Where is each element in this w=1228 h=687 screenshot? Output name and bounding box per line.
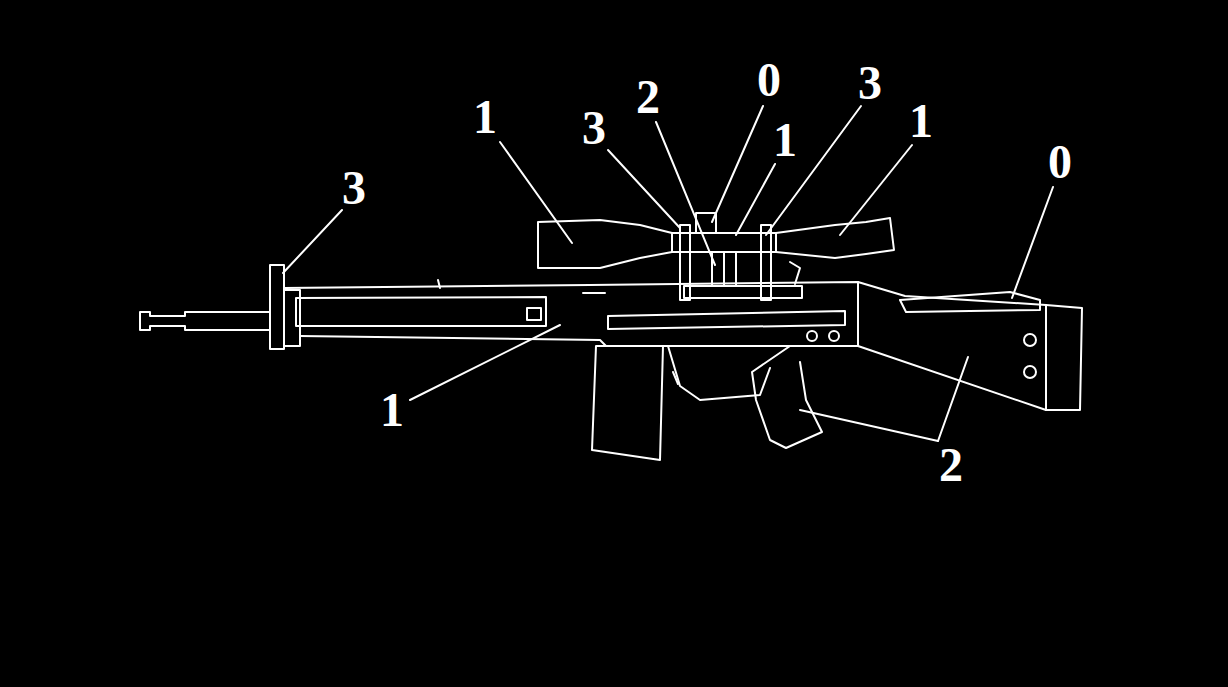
callout-number: 3: [582, 104, 606, 152]
callout-number: 3: [342, 164, 366, 212]
callout-number: 0: [1048, 138, 1072, 186]
callout-number: 3: [858, 59, 882, 107]
callout-number: 1: [909, 97, 933, 145]
leader-lines: [283, 106, 1053, 441]
callout-number: 1: [473, 93, 497, 141]
callout-number: 0: [757, 56, 781, 104]
callout-number: 1: [773, 116, 797, 164]
callout-number: 2: [636, 73, 660, 121]
callout-number: 2: [939, 441, 963, 489]
callout-number: 1: [380, 386, 404, 434]
